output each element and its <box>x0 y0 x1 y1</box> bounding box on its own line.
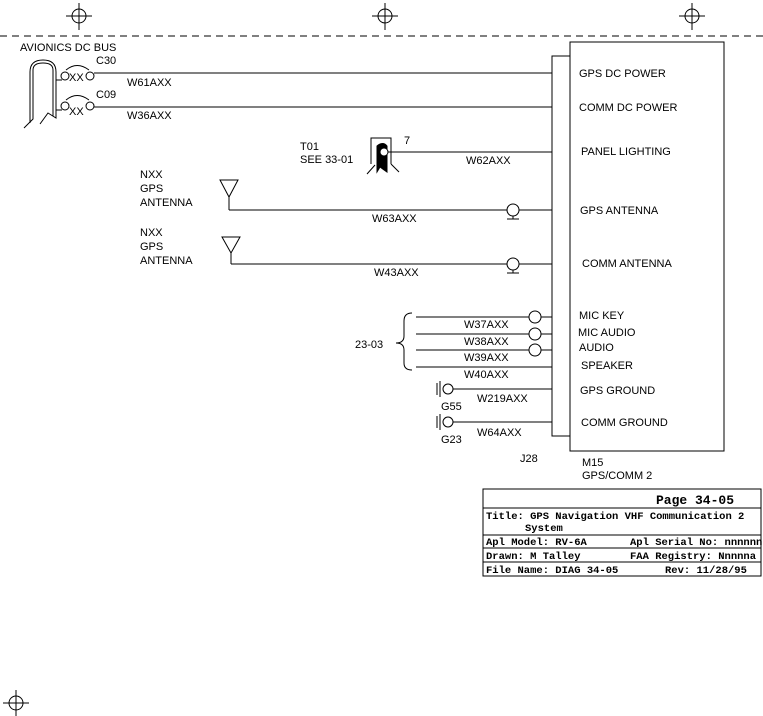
title-text: Title: GPS Navigation VHF Communication … <box>486 511 744 523</box>
registration-mark-icon <box>372 3 398 30</box>
unit-name: GPS/COMM 2 <box>582 470 652 482</box>
registration-mark-icon <box>679 3 705 30</box>
audio-ref: 23-03 <box>355 339 383 351</box>
ground-id: G23 <box>441 434 462 446</box>
switch-ref: SEE 33-01 <box>300 154 353 166</box>
antenna-label: ANTENNA <box>140 255 193 267</box>
ground-id: G55 <box>441 401 462 413</box>
ground-icon <box>436 381 552 397</box>
wire-label: W39AXX <box>464 352 509 364</box>
switch-id: T01 <box>300 141 319 153</box>
title-page: Page 34-05 <box>656 493 734 508</box>
wire-label: W63AXX <box>372 213 417 225</box>
antenna-label: NXX <box>140 169 163 181</box>
dimmer-switch-icon <box>366 137 552 175</box>
ground-icon <box>436 414 552 430</box>
breaker-rating: XX <box>69 72 84 84</box>
wire-label: W36AXX <box>127 110 172 122</box>
title-rev: Rev: 11/28/95 <box>665 565 747 577</box>
pin-label: SPEAKER <box>581 360 633 372</box>
breaker-id: C30 <box>96 55 116 67</box>
wire-label: W64AXX <box>477 427 522 439</box>
breaker-rating: XX <box>69 106 84 118</box>
pin-label: PANEL LIGHTING <box>581 146 671 158</box>
breaker-id: C09 <box>96 89 116 101</box>
title-drawn: Drawn: M Talley <box>486 551 581 563</box>
brace-icon <box>395 312 413 371</box>
unit-m15 <box>569 41 725 452</box>
antenna-label: GPS <box>140 183 163 195</box>
pin-label: COMM ANTENNA <box>582 258 673 270</box>
coax-connector-icon <box>506 203 552 220</box>
wire-label: W40AXX <box>464 369 509 381</box>
coax-connector-icon <box>506 257 552 274</box>
title-file: File Name: DIAG 34-05 <box>486 565 618 577</box>
unit-id: M15 <box>582 457 603 469</box>
audio-wires <box>416 310 552 368</box>
pin-label: GPS ANTENNA <box>580 205 659 217</box>
registration-mark-icon <box>66 3 92 30</box>
pin-label: AUDIO <box>579 342 614 354</box>
switch-pin: 7 <box>404 135 410 147</box>
wire-label: W43AXX <box>374 267 419 279</box>
bus-bar-icon <box>23 59 57 129</box>
title-registry: FAA Registry: Nnnnna <box>630 551 757 563</box>
title-serial: Apl Serial No: nnnnnn <box>630 537 762 549</box>
wire-label: W219AXX <box>477 393 528 405</box>
wire-label: W38AXX <box>464 336 509 348</box>
circuit-breaker-c09 <box>56 95 552 111</box>
pin-label: GPS DC POWER <box>579 68 666 80</box>
antenna-label: ANTENNA <box>140 197 193 209</box>
title-text: System <box>525 523 563 535</box>
wire-label: W37AXX <box>464 319 509 331</box>
connector-id: J28 <box>520 453 538 465</box>
pin-label: COMM DC POWER <box>579 102 677 114</box>
wire-label: W61AXX <box>127 77 172 89</box>
registration-mark-icon <box>3 690 29 716</box>
bus-label: AVIONICS DC BUS <box>20 42 116 54</box>
antenna-label: GPS <box>140 241 163 253</box>
wire-label: W62AXX <box>466 155 511 167</box>
title-block <box>482 488 762 577</box>
antenna-icon <box>219 179 507 211</box>
pin-label: MIC KEY <box>579 310 625 322</box>
pin-label: COMM GROUND <box>581 417 668 429</box>
antenna-icon <box>221 236 507 265</box>
title-model: Apl Model: RV-6A <box>486 537 588 549</box>
circuit-breaker-c30 <box>56 65 552 81</box>
connector-j28 <box>551 55 571 437</box>
pin-label: MIC AUDIO <box>578 327 636 339</box>
antenna-label: NXX <box>140 227 163 239</box>
pin-label: GPS GROUND <box>580 385 655 397</box>
